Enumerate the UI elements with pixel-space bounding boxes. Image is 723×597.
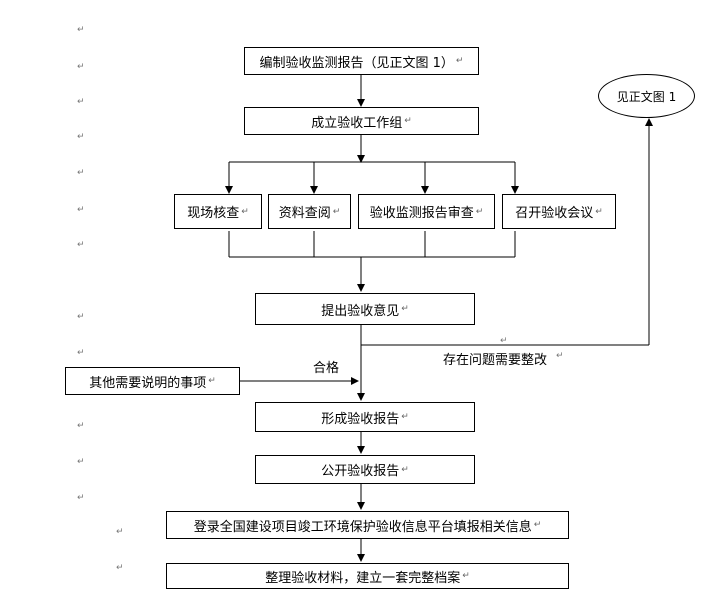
paragraph-mark: ↵: [116, 527, 124, 537]
paragraph-mark: ↵: [241, 206, 249, 217]
paragraph-mark: ↵: [332, 206, 341, 217]
node-other-matters: 其他需要说明的事项↵: [65, 367, 240, 395]
paragraph-mark: ↵: [77, 205, 85, 215]
node-site-check: 现场核查↵: [174, 194, 262, 229]
paragraph-mark: ↵: [475, 206, 484, 217]
paragraph-mark: ↵: [455, 56, 464, 66]
node-label: 公开验收报告: [321, 464, 400, 479]
node-label: 现场核查: [187, 206, 240, 221]
node-doc-review: 资料查阅↵: [268, 194, 351, 229]
node-report-review: 验收监测报告审查↵: [358, 194, 495, 229]
paragraph-mark: ↵: [77, 168, 85, 178]
paragraph-mark: ↵: [500, 336, 508, 346]
node-archive: 整理验收材料，建立一套完整档案↵: [166, 563, 569, 589]
paragraph-mark: ↵: [77, 493, 85, 503]
paragraph-mark: ↵: [595, 206, 603, 217]
node-publish-report: 公开验收报告↵: [255, 455, 475, 484]
node-label: 提出验收意见: [321, 303, 400, 319]
paragraph-mark: ↵: [462, 571, 470, 581]
node-report-compile: 编制验收监测报告（见正文图 1）↵: [244, 47, 479, 75]
paragraph-mark: ↵: [208, 376, 216, 386]
paragraph-mark: ↵: [116, 563, 124, 573]
paragraph-mark: ↵: [404, 116, 412, 126]
paragraph-mark: ↵: [77, 240, 85, 250]
node-label: 资料查阅: [278, 206, 331, 221]
node-label: 成立验收工作组: [311, 115, 403, 131]
paragraph-mark: ↵: [401, 304, 409, 314]
paragraph-mark: ↵: [401, 412, 409, 422]
node-label: 其他需要说明的事项: [89, 375, 207, 391]
paragraph-mark: ↵: [77, 25, 85, 35]
paragraph-mark: ↵: [533, 520, 542, 530]
node-form-group: 成立验收工作组↵: [244, 107, 479, 135]
node-see-figure: 见正文图 1: [598, 74, 695, 118]
edge-label-pass: 合格: [313, 361, 340, 376]
paragraph-mark: ↵: [401, 464, 409, 475]
paragraph-mark: ↵: [77, 457, 85, 467]
paragraph-mark: ↵: [77, 312, 85, 322]
node-register: 登录全国建设项目竣工环境保护验收信息平台填报相关信息↵: [166, 511, 569, 539]
node-label: 验收监测报告审查: [369, 206, 474, 221]
node-form-report: 形成验收报告↵: [255, 402, 475, 432]
node-label: 登录全国建设项目竣工环境保护验收信息平台填报相关信息: [193, 519, 532, 535]
paragraph-mark: ↵: [77, 348, 85, 358]
paragraph-mark: ↵: [77, 132, 85, 142]
node-meeting: 召开验收会议↵: [502, 194, 616, 229]
node-label: 编制验收监测报告（见正文图 1）: [259, 55, 454, 71]
node-label: 整理验收材料，建立一套完整档案: [265, 570, 461, 586]
node-label: 召开验收会议: [515, 206, 594, 221]
paragraph-mark: ↵: [556, 351, 564, 361]
paragraph-mark: ↵: [77, 421, 85, 431]
node-label: 形成验收报告: [321, 411, 400, 427]
paragraph-mark: ↵: [77, 62, 85, 72]
edge-label-rectify: 存在问题需要整改: [443, 353, 548, 368]
paragraph-mark: ↵: [77, 97, 85, 107]
node-opinion: 提出验收意见↵: [255, 293, 475, 325]
node-label: 见正文图 1: [616, 89, 677, 104]
